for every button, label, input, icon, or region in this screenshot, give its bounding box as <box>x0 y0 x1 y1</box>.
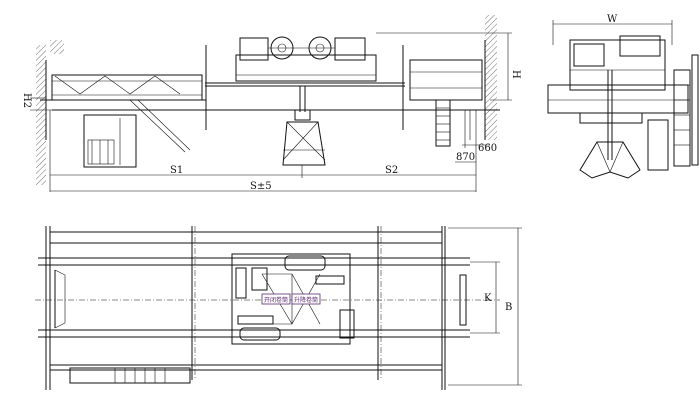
side-view: W <box>547 14 699 179</box>
right-wall-hatch <box>485 15 497 140</box>
dim-660-label: 660 <box>478 143 497 154</box>
drum-label-2: 升降卷筒 <box>294 296 318 304</box>
dim-span-label: S±5 <box>250 181 272 192</box>
trolley <box>235 36 377 82</box>
trolley-plan: 开闭卷筒 升降卷筒 <box>231 253 355 345</box>
walkway-panel <box>69 367 191 384</box>
front-dimensions: H H2 S1 S2 S±5 660 870 <box>21 32 521 192</box>
left-wall-top-hatch <box>50 40 64 54</box>
dim-s2-label: S2 <box>385 165 398 176</box>
plan-view: 开闭卷筒 升降卷筒 B K <box>35 226 522 390</box>
side-grab-bucket <box>579 141 641 179</box>
operator-cab <box>83 114 137 168</box>
dim-s1-label: S1 <box>170 165 183 176</box>
left-wall-hatch <box>36 45 46 185</box>
dim-w-label: W <box>607 14 618 25</box>
right-girder <box>409 59 483 148</box>
grab-bucket <box>282 86 326 166</box>
drum-label-1-box <box>261 293 291 305</box>
dim-k-label: K <box>484 293 492 304</box>
drum-label-1: 开闭卷筒 <box>264 296 288 304</box>
drum-label-2-box <box>291 293 321 305</box>
front-view: H H2 S1 S2 S±5 660 870 <box>21 15 521 192</box>
dim-h-label: H <box>510 70 521 79</box>
left-girder <box>40 74 500 153</box>
dim-h2-label: H2 <box>21 93 32 108</box>
dim-870-label: 870 <box>456 152 475 163</box>
dim-b-label: B <box>505 302 512 313</box>
